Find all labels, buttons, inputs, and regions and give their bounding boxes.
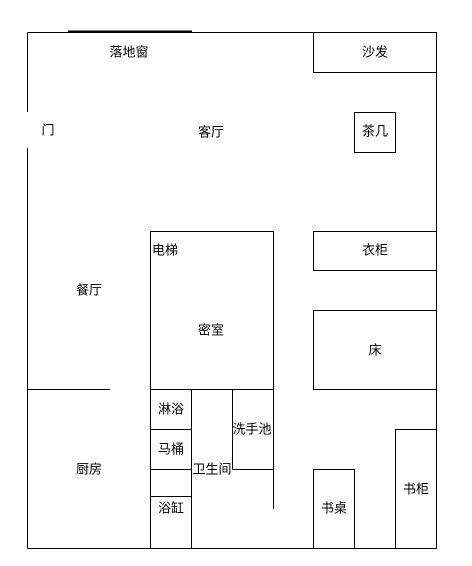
kitchen-label: 厨房: [76, 462, 102, 478]
bed-box: [313, 310, 437, 390]
bathroom-label: 卫生间: [192, 463, 231, 478]
shower-label: 淋浴: [158, 403, 184, 418]
coffee-table-box: [354, 112, 396, 153]
sofa-label: 沙发: [362, 45, 388, 61]
door-label: 门: [41, 124, 54, 139]
bookcase-box: [395, 429, 437, 549]
sink-label: 洗手池: [232, 423, 271, 438]
bathroom-walls: [150, 389, 274, 549]
bathtub-label: 浴缸: [158, 501, 184, 517]
wardrobe-label: 衣柜: [362, 243, 388, 259]
bookcase-label: 书柜: [403, 483, 429, 498]
secret-room-box: [150, 231, 274, 390]
dining-room-label: 餐厅: [76, 283, 102, 299]
bed-label: 床: [368, 344, 381, 359]
window-label: 落地窗: [109, 45, 148, 61]
desk-box: [313, 469, 355, 549]
wardrobe-box: [313, 231, 437, 271]
sofa-box: [313, 32, 437, 73]
desk-label: 书桌: [321, 502, 347, 517]
elevator-label: 电梯: [152, 244, 178, 259]
coffee-table-label: 茶几: [362, 124, 388, 140]
living-room-label: 客厅: [198, 125, 224, 141]
toilet-label: 马桶: [158, 443, 184, 458]
secret-room-label: 密室: [198, 323, 224, 339]
